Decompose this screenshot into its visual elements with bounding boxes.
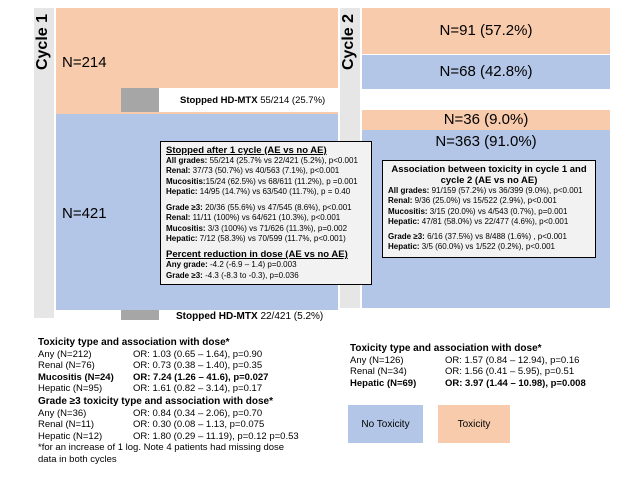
stopped-label-top: Stopped HD-MTX 55/214 (25.7%) bbox=[180, 95, 325, 106]
cycle2-toxicity-after-no-toxicity bbox=[362, 110, 610, 130]
association-box-line: Hepatic: 47/81 (58.0%) vs 22/477 (4.6%),… bbox=[388, 216, 569, 226]
stopped-box-line: All grades: 55/214 (25.7% vs 22/421 (5.2… bbox=[166, 156, 358, 165]
cycle2-dose-title: Toxicity type and association with dose* bbox=[350, 343, 542, 354]
cycle2-label: Cycle 2 bbox=[340, 13, 357, 71]
table-row: Renal (N=11)OR: 0.30 (0.08 – 1.13, p=0.0… bbox=[38, 419, 265, 431]
association-box-line: Mucositis: 3/15 (20.0%) vs 4/543 (0.7%),… bbox=[388, 206, 568, 216]
cycle1-label: Cycle 1 bbox=[34, 13, 51, 71]
cycle2-toxicity-after-toxicity-label: N=91 (57.2%) bbox=[439, 22, 533, 39]
table-row: Hepatic (N=12)OR: 1.80 (0.29 – 11.19), p… bbox=[38, 430, 299, 442]
stopped-label-bottom-prefix: Stopped HD-MTX bbox=[176, 311, 258, 322]
table-row: Any (N=126)OR: 1.57 (0.84 – 12.94), p=0.… bbox=[350, 354, 580, 366]
association-box-line: All grades: 91/159 (57.2%) vs 36/399 (9.… bbox=[388, 186, 583, 195]
stopped-label-top-value: 55/214 (25.7%) bbox=[260, 95, 326, 106]
stopped-label-top-area bbox=[159, 88, 340, 112]
cycle2-no-toxicity-after-toxicity bbox=[362, 55, 610, 89]
cycle1-bar bbox=[34, 8, 54, 318]
table-row: Any (N=36)OR: 0.84 (0.34 – 2.06), p=0.70 bbox=[38, 407, 263, 419]
stopped-box-line: Any grade: -4.2 (-6.9 – 1.4) p=0.003 bbox=[166, 260, 297, 270]
stopped-box-line: Grade ≥3: -4.3 (-8.3 to -0.3), p=0.036 bbox=[166, 270, 299, 280]
stopped-label-bottom-value: 22/421 (5.2%) bbox=[260, 311, 324, 322]
association-box-line: Hepatic: 3/5 (60.0%) vs 1/522 (0.2%), p<… bbox=[388, 242, 555, 252]
stopped-box-title: Stopped after 1 cycle (AE vs no AE) bbox=[166, 145, 327, 156]
cycle2-no-toxicity-after-no-toxicity-label: N=363 (91.0%) bbox=[435, 133, 537, 150]
legend-toxicity: Toxicity bbox=[438, 405, 510, 443]
association-box-line: Grade ≥3: 6/16 (37.5%) vs 8/488 (1.6%) ,… bbox=[388, 232, 567, 242]
cycle1-no-toxicity-count: N=421 bbox=[62, 205, 107, 222]
footnote-line1: *for an increase of 1 log. Note 4 patien… bbox=[38, 442, 285, 454]
stopped-box-line: Hepatic: 14/95 (14.7%) vs 63/540 (11.7%)… bbox=[166, 186, 351, 196]
cycle2-no-toxicity-after-toxicity-label: N=68 (42.8%) bbox=[439, 63, 533, 80]
table-row: Any (N=212)OR: 1.03 (0.65 – 1.64), p=0.9… bbox=[38, 348, 263, 360]
association-box: Association between toxicity in cycle 1 … bbox=[382, 160, 596, 258]
stopped-marker-bottom bbox=[121, 310, 159, 320]
association-box-title: Association between toxicity in cycle 1 … bbox=[391, 164, 587, 186]
cycle1-toxicity-count: N=214 bbox=[62, 54, 107, 71]
stopped-box-line: Mucositis:15/24 (62.5%) vs 68/611 (11.2%… bbox=[166, 176, 358, 186]
stopped-label-bottom: Stopped HD-MTX 22/421 (5.2%) bbox=[176, 311, 323, 322]
stopped-box-line: Renal: 37/73 (50.7%) vs 40/563 (7.1%), p… bbox=[166, 166, 340, 176]
legend-no-toxicity: No Toxicity bbox=[348, 405, 423, 443]
stopped-box-line: Renal: 11/11 (100%) vs 64/621 (10.3%), p… bbox=[166, 213, 341, 223]
stopped-label-top-prefix: Stopped HD-MTX bbox=[180, 95, 258, 106]
cycle1-dose-title: Toxicity type and association with dose* bbox=[38, 337, 230, 348]
cycle2-dose-association: Toxicity type and association with dose*… bbox=[350, 343, 630, 389]
footnote-line2: data in both cycles bbox=[38, 453, 117, 465]
association-box-line: Renal: 9/36 (25.0%) vs 15/522 (2.9%), p<… bbox=[388, 196, 557, 206]
table-row: Hepatic (N=69)OR: 3.97 (1.44 – 10.98), p… bbox=[350, 377, 586, 389]
stopped-marker-top bbox=[121, 88, 159, 112]
table-row: Mucositis (N=24)OR: 7.24 (1.26 – 41.6), … bbox=[38, 371, 269, 383]
cycle2-toxicity-after-toxicity bbox=[362, 8, 610, 54]
reduction-title: Percent reduction in dose (AE vs no AE) bbox=[166, 249, 348, 261]
stopped-box-line: Grade ≥3: 20/36 (55.6%) vs 47/545 (8.6%)… bbox=[166, 203, 352, 213]
table-row: Renal (N=34)OR: 1.56 (0.41 – 5.95), p=0.… bbox=[350, 366, 575, 378]
stopped-box-line: Mucositis: 3/3 (100%) vs 71/626 (11.3%),… bbox=[166, 223, 348, 233]
table-row: Hepatic (N=95)OR: 1.61 (0.82 – 3.14), p=… bbox=[38, 383, 263, 395]
stopped-box-line: Hepatic: 7/12 (58.3%) vs 70/599 (11.7%, … bbox=[166, 234, 346, 244]
stopped-after-cycle1-box: Stopped after 1 cycle (AE vs no AE) All … bbox=[160, 141, 372, 285]
cycle2-toxicity-after-no-toxicity-label: N=36 (9.0%) bbox=[443, 111, 529, 128]
cycle1-grade3-dose-title: Grade ≥3 toxicity type and association w… bbox=[38, 395, 273, 407]
table-row: Renal (N=76)OR: 0.73 (0.38 – 1.40), p=0.… bbox=[38, 360, 263, 372]
cycle1-dose-association: Toxicity type and association with dose*… bbox=[38, 337, 338, 466]
